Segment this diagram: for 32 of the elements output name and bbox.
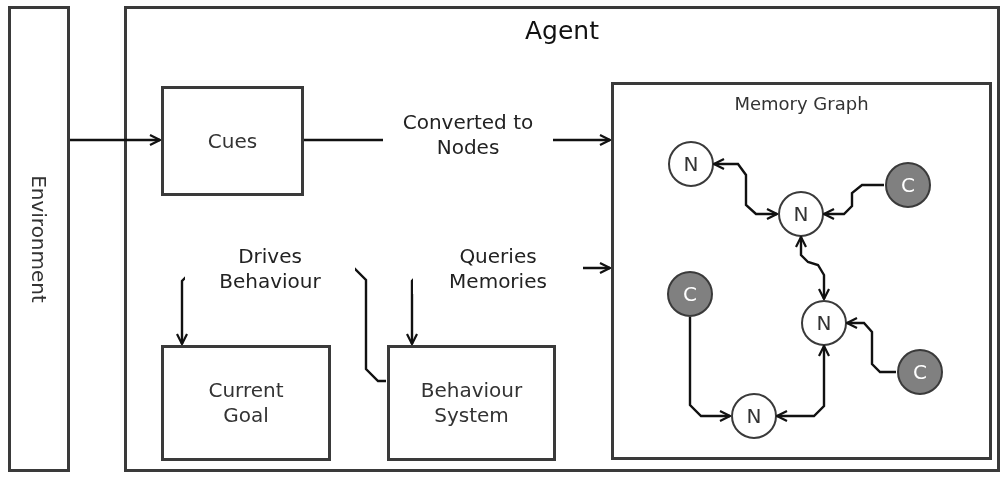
box-label: Current Goal	[207, 378, 285, 428]
process-box	[161, 86, 304, 196]
node-letter: N	[815, 311, 833, 336]
arrow	[775, 344, 831, 423]
group-title: Agent	[524, 15, 600, 47]
panel-title: Memory Graph	[733, 93, 870, 116]
cue-node-circle	[885, 162, 931, 208]
memory-node-circle	[668, 141, 714, 187]
arrow	[688, 317, 732, 423]
process-box	[161, 345, 331, 461]
cue-node-circle	[897, 349, 943, 395]
node-letter: C	[682, 282, 698, 307]
box-label: Cues	[206, 128, 259, 154]
band-label: Environment	[27, 175, 51, 303]
node-letter: N	[792, 202, 810, 227]
box-label: Behaviour System	[419, 378, 524, 428]
node-letter: N	[682, 152, 700, 177]
environment-band	[8, 6, 70, 472]
arrow	[845, 316, 896, 374]
memory-node-circle	[801, 300, 847, 346]
arrow	[712, 157, 779, 221]
node-letter: C	[912, 360, 928, 385]
arrow	[822, 183, 884, 221]
node-letter: N	[745, 404, 763, 429]
process-box	[387, 345, 556, 461]
memory-graph-panel	[611, 82, 992, 460]
memory-node-circle	[778, 191, 824, 237]
memory-node-circle	[731, 393, 777, 439]
arrow	[70, 133, 162, 147]
arrow	[794, 235, 831, 301]
cue-node-circle	[667, 271, 713, 317]
node-letter: C	[900, 173, 916, 198]
